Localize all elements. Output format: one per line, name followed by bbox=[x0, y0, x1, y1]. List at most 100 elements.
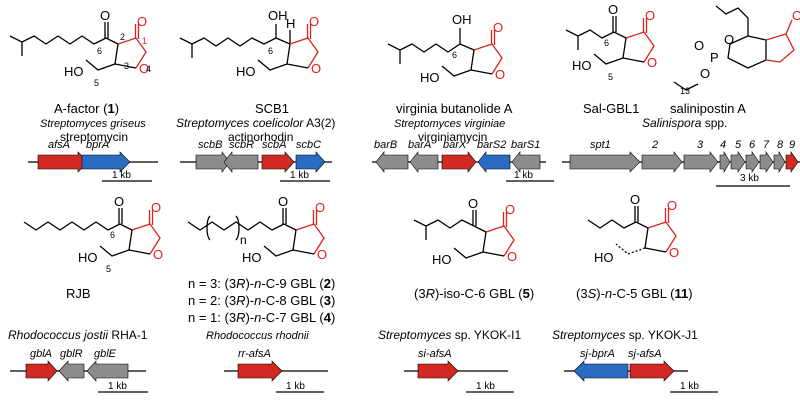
repeat-n: n bbox=[240, 233, 247, 247]
r-jostii-organism: Rhodococcus jostii RHA-1 bbox=[8, 328, 148, 342]
salinispora-organism: Salinispora spp. bbox=[642, 116, 727, 130]
ring-oxygen: O bbox=[139, 61, 149, 76]
salinipostin-name: salinipostin A bbox=[670, 101, 746, 116]
gene-label-barS2: barS2 bbox=[477, 139, 506, 151]
gene-label-3: 3 bbox=[697, 139, 704, 151]
n-c5-structure: O O O HO bbox=[587, 192, 679, 265]
ring-oxygen-carbonyl: O bbox=[645, 8, 655, 23]
barB-gene bbox=[375, 151, 409, 173]
spt2-gene bbox=[641, 151, 683, 173]
gblE-gene bbox=[86, 360, 129, 382]
atom-5: 5 bbox=[608, 72, 613, 82]
virginia-cluster: barB barA barX barS2 barS1 1 kb bbox=[372, 139, 554, 182]
ring-oxygen-carbonyl: O bbox=[315, 200, 325, 215]
gene-label-7: 7 bbox=[763, 139, 770, 151]
spt1-gene bbox=[569, 151, 641, 173]
rr-afsA-gene bbox=[237, 360, 283, 382]
salinipostin-structure: O O P O O 13 bbox=[673, 5, 800, 96]
atom-ho: HO bbox=[420, 70, 440, 85]
n-c5-name: (3S)-n-C-5 GBL (11) bbox=[576, 286, 693, 301]
gene-label-sj-bprA: sj-bprA bbox=[580, 348, 615, 360]
ring-oxygen: O bbox=[311, 61, 321, 76]
gblA-gene bbox=[25, 360, 58, 382]
ring-oxygen-carbonyl: O bbox=[137, 14, 147, 29]
barX-gene bbox=[441, 151, 477, 173]
gene-label-gblR: gblR bbox=[60, 348, 83, 360]
gene-label-scbA: scbA bbox=[262, 139, 286, 151]
n-series-structure: n O O O HO bbox=[187, 194, 327, 265]
series-c9: n = 3: (3R)-n-C-9 GBL (2) bbox=[188, 276, 335, 291]
series-c8: n = 2: (3R)-n-C-8 GBL (3) bbox=[188, 293, 335, 308]
ring-oxygen-carbonyl: O bbox=[792, 8, 800, 23]
atom-5: 5 bbox=[106, 264, 111, 274]
chain-index: 13 bbox=[680, 86, 690, 96]
ring-oxygen-carbonyl: O bbox=[309, 14, 319, 29]
virginia-product: virginiamycin bbox=[418, 130, 487, 144]
scb1-product: actinorhodin bbox=[228, 130, 293, 144]
yokk-i1-organism: Streptomyces sp. YKOK-I1 bbox=[378, 328, 521, 342]
r-rhodnii-cluster: rr-afsA 1 kb bbox=[224, 348, 328, 393]
spt3-gene bbox=[683, 151, 719, 173]
rjb-structure: O 6 O O HO 5 bbox=[23, 194, 163, 274]
atom-6: 6 bbox=[604, 38, 609, 48]
ring-oxygen-carbonyl: O bbox=[493, 20, 503, 35]
virginia-butanolide-structure: OH 6 O O HO bbox=[387, 12, 505, 85]
alkoxy-oxygen: O bbox=[700, 66, 710, 81]
ring-oxygen: O bbox=[153, 247, 163, 262]
virginia-name: virginia butanolide A bbox=[396, 101, 513, 116]
gblR-gene bbox=[58, 360, 85, 382]
gene-label-2: 2 bbox=[651, 139, 658, 151]
atom-1: 1 bbox=[142, 36, 147, 46]
ring-oxygen-carbonyl: O bbox=[151, 200, 161, 215]
sj-bprA-gene bbox=[573, 360, 629, 382]
atom-ho: HO bbox=[594, 250, 614, 265]
virginia-organism: Streptomyces virginiae bbox=[394, 118, 505, 130]
sal-gbl1-cluster: spt1 2 3 4 5 6 7 8 9 3 kb bbox=[562, 139, 800, 187]
barA-gene bbox=[409, 151, 439, 173]
spt6-gene bbox=[745, 151, 760, 173]
yokk-j1-organism: Streptomyces sp. YKOK-J1 bbox=[552, 328, 698, 342]
ring-oxygen-carbonyl: O bbox=[667, 198, 677, 213]
scale-bar-label: 3 kb bbox=[740, 173, 759, 184]
gene-label-barB: barB bbox=[374, 139, 397, 151]
scb1-structure: OH H 6 O O HO bbox=[179, 8, 321, 79]
barS1-gene bbox=[511, 151, 541, 173]
scale-bar-label: 1 kb bbox=[112, 170, 131, 181]
r-jostii-cluster: gblA gblR gblE 1 kb bbox=[10, 348, 148, 393]
a-factor-name: A-factor (1) bbox=[54, 101, 119, 116]
gene-label-scbR: scbR bbox=[229, 139, 254, 151]
gene-label-si-afsA: si-afsA bbox=[418, 348, 452, 360]
atom-oh: OH bbox=[268, 8, 288, 23]
atom-ho: HO bbox=[432, 252, 452, 267]
gene-label-sj-afsA: sj-afsA bbox=[628, 348, 662, 360]
gene-label-bprA: bprA bbox=[86, 139, 109, 151]
gene-label-spt1: spt1 bbox=[590, 139, 611, 151]
scbA-gene bbox=[261, 151, 295, 173]
si-afsA-gene bbox=[417, 360, 459, 382]
atom-o: O bbox=[468, 196, 478, 211]
gene-label-4: 4 bbox=[720, 139, 726, 151]
ester-oxygen: O bbox=[724, 32, 734, 47]
atom-5: 5 bbox=[94, 78, 99, 88]
atom-o: O bbox=[630, 192, 640, 207]
a-factor-organism: Streptomyces griseus bbox=[40, 118, 146, 130]
series-c7: n = 1: (3R)-n-C-7 GBL (4) bbox=[188, 310, 335, 325]
atom-o: O bbox=[100, 8, 110, 23]
afsA-gene bbox=[37, 151, 89, 173]
gene-label-afsA: afsA bbox=[48, 139, 70, 151]
atom-h: H bbox=[286, 16, 295, 31]
gene-label-rr-afsA: rr-afsA bbox=[238, 348, 271, 360]
atom-ho: HO bbox=[572, 58, 592, 73]
scale-bar-label: 1 kb bbox=[476, 381, 495, 392]
iso-c6-structure: O O O HO bbox=[413, 196, 517, 267]
sj-afsA-gene bbox=[629, 360, 675, 382]
atom-6: 6 bbox=[97, 46, 102, 56]
gene-label-5: 5 bbox=[735, 139, 742, 151]
atom-o: O bbox=[114, 194, 124, 209]
ring-oxygen: O bbox=[507, 249, 517, 264]
iso-c6-name: (3R)-iso-C-6 GBL (5) bbox=[414, 286, 534, 301]
scale-bar-label: 1 kb bbox=[108, 381, 127, 392]
atom-oh: OH bbox=[452, 12, 472, 27]
ring-oxygen: O bbox=[495, 67, 505, 82]
ring-oxygen: O bbox=[669, 245, 679, 260]
